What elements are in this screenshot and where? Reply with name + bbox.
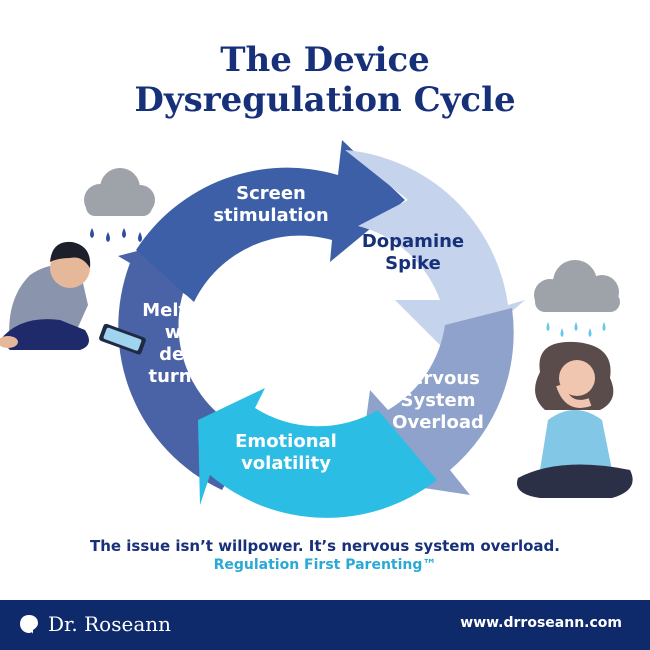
tagline: The issue isn’t willpower. It’s nervous …: [89, 537, 560, 555]
brand-logo-icon: [20, 615, 38, 634]
brand: Dr. Roseann: [18, 612, 171, 636]
page-title-line-2: Dysregulation Cycle: [134, 80, 516, 120]
rain-cloud-left-icon: [84, 168, 155, 242]
crouching-boy-icon: [0, 241, 91, 350]
cycle-segment-dopamine: [345, 150, 525, 360]
brand-subline: Regulation First Parenting™: [213, 557, 437, 573]
sitting-girl-icon: [516, 341, 633, 498]
page-title-line-1: The Device: [220, 40, 430, 80]
cycle-segment-volatility: [198, 388, 437, 518]
cycle-segments: [118, 140, 525, 518]
website-link[interactable]: www.drroseann.com: [460, 615, 622, 631]
footer-bar: Dr. Roseann www.drroseann.com: [0, 600, 650, 650]
phone-icon: [99, 323, 146, 355]
cycle-segment-screen: [136, 140, 405, 302]
brand-name: Dr. Roseann: [48, 612, 171, 636]
rain-cloud-right-icon: [534, 260, 620, 337]
